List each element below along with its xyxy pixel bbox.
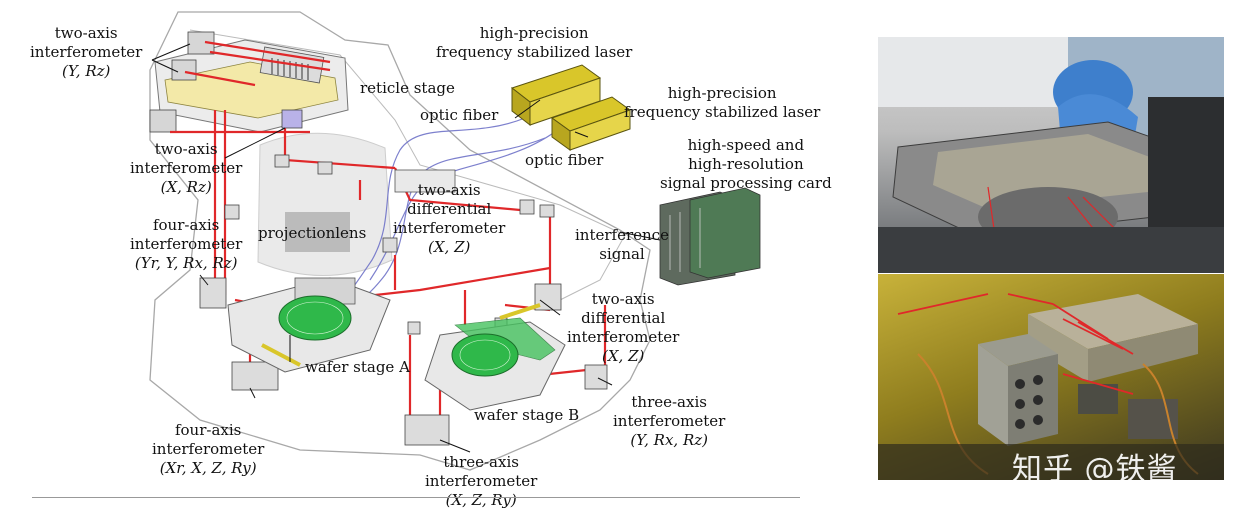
wafer-chuck-a [278,295,352,341]
label-line: high-precision [667,84,777,102]
label-two-axis-interferometer-y-rz: two-axis interferometer (Y, Rz) [30,24,142,81]
label-line: (Y, Rz) [61,62,111,80]
label-two-axis-interferometer-x-rz: two-axis interferometer (X, Rz) [130,140,242,197]
label-line: differential [407,200,492,218]
label-line: interferometer [393,219,506,237]
label-differential-interferometer-right: two-axis differential interferometer (X,… [567,290,679,366]
photo-top-illustration [878,37,1224,273]
label-laser-2: high-precision frequency stabilized lase… [624,84,820,122]
label-line: four-axis [174,421,242,439]
label-line: high-precision [479,24,589,42]
label-line: high-resolution [688,155,804,173]
label-line: two-axis [417,181,481,199]
label-wafer-stage-a: wafer stage A [305,358,410,376]
label-line: differential [581,309,666,327]
projection-lens-column [257,132,393,276]
label-line: interferometer [425,472,538,490]
watermark-text: 知乎 @铁酱 [1012,452,1178,487]
photo-interferometer-bench [878,274,1224,480]
photo-bottom-illustration [878,293,1224,480]
machine-inner-frame [189,29,626,301]
label-line: interferometer [152,440,265,458]
label-line: interferometer [613,412,726,430]
label-three-axis-interferometer-right: three-axis interferometer (Y, Rx, Rz) [613,393,725,450]
leader-lines [151,43,661,453]
label-line: (X, Rz) [160,178,212,196]
label-three-axis-interferometer-bottom: three-axis interferometer (X, Z, Ry) [425,453,537,510]
label-differential-interferometer-top: two-axis differential interferometer (X,… [393,181,505,257]
reticle-stage [149,31,349,133]
interferometer-system-diagram [149,11,761,471]
label-line: interferometer [130,159,243,177]
label-line: interference [575,226,669,244]
label-line: interferometer [30,43,143,61]
label-line: three-axis [443,453,519,471]
wafer-chuck-b [451,333,519,377]
machine-frame-outline [149,11,651,471]
label-line: frequency stabilized laser [436,43,633,61]
label-signal-processing-card: high-speed and high-resolution signal pr… [660,136,832,193]
laser-unit-1 [510,64,602,127]
label-line: two-axis [154,140,218,158]
label-reticle-stage: reticle stage [360,79,455,97]
label-line: (Y, Rx, Rz) [630,431,709,449]
fiber-junction-box [394,169,456,193]
label-laser-1: high-precision frequency stabilized lase… [436,24,632,62]
label-line: signal [599,245,645,263]
label-projection-lens: projectionlens [258,224,367,242]
photo-technician-at-machine [878,37,1224,273]
label-line: frequency stabilized laser [624,103,821,121]
label-line: two-axis [591,290,655,308]
label-line: (Yr, Y, Rx, Rz) [134,254,238,272]
label-line: three-axis [631,393,707,411]
label-line: high-speed and [687,136,805,154]
label-optic-fiber-1: optic fiber [420,106,499,124]
label-line: (X, Z) [602,347,645,365]
label-line: (X, Z, Ry) [445,491,517,509]
laser-unit-2 [550,96,632,151]
wafer-stage-b [424,303,566,411]
label-line: (X, Z) [428,238,471,256]
label-line: (Xr, X, Z, Ry) [159,459,257,477]
wafer-stage-a [227,277,391,373]
label-line: signal processing card [660,174,832,192]
interferometer-optic-blocks [199,154,608,446]
label-wafer-stage-b: wafer stage B [474,406,580,424]
signal-processing-cards [659,187,761,286]
label-interference-signal: interference signal [575,226,669,264]
label-line: interferometer [567,328,680,346]
bottom-divider-line [32,497,800,498]
label-four-axis-interferometer-bottom: four-axis interferometer (Xr, X, Z, Ry) [152,421,264,478]
label-line: four-axis [152,216,220,234]
label-four-axis-interferometer-top: four-axis interferometer (Yr, Y, Rx, Rz) [130,216,242,273]
label-optic-fiber-2: optic fiber [525,151,604,169]
label-line: interferometer [130,235,243,253]
label-line: two-axis [54,24,118,42]
